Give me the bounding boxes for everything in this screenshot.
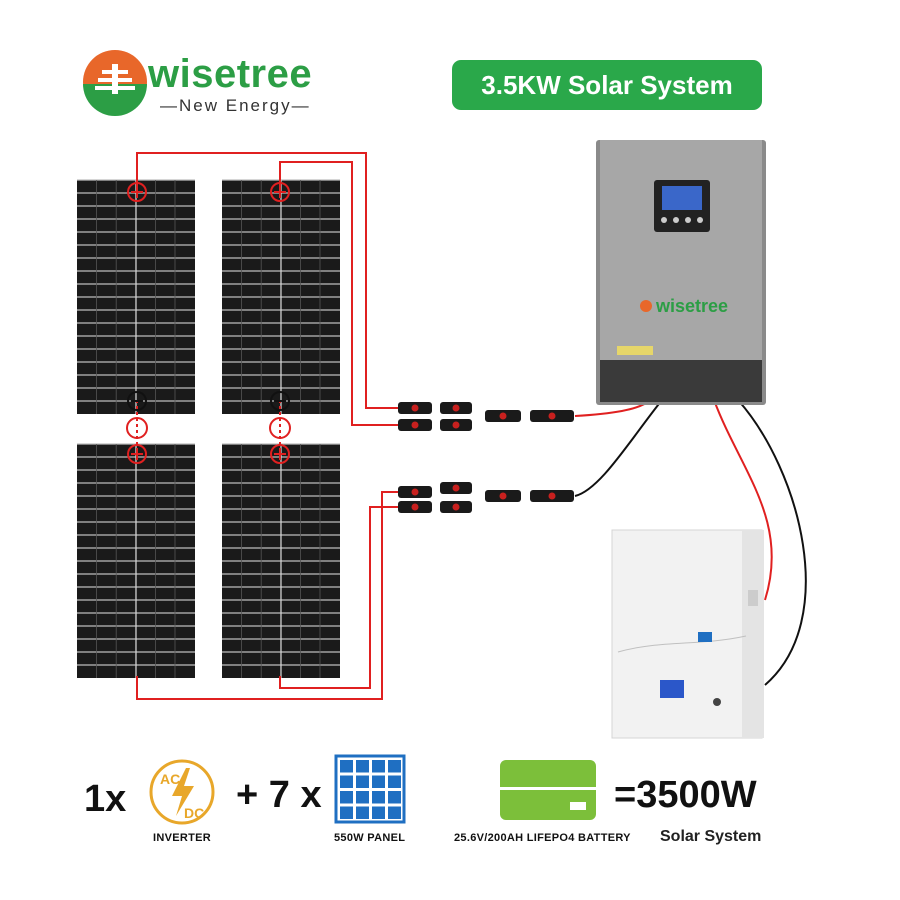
wire-battery-pos xyxy=(713,399,773,601)
mc4-connector xyxy=(530,490,574,502)
battery-unit xyxy=(611,529,764,739)
wire-bottom-inner xyxy=(279,506,398,689)
solar-panel-array xyxy=(77,179,340,678)
mc4-connector xyxy=(398,486,432,498)
mc4-connector xyxy=(398,501,432,513)
title-badge: 3.5KW Solar System xyxy=(452,60,762,110)
system-total: =3500W xyxy=(614,774,757,816)
inverter-label: INVERTER xyxy=(153,832,212,844)
mc4-connector xyxy=(440,419,472,431)
dc-wiring xyxy=(136,152,807,700)
mc4-connector xyxy=(440,482,472,494)
mc4-connector xyxy=(398,402,432,414)
wire-battery-neg xyxy=(737,399,807,686)
wire-bottom-outer xyxy=(136,491,398,700)
logo-icon xyxy=(83,50,147,116)
mc4-connectors xyxy=(398,402,574,513)
battery-icon xyxy=(500,760,596,820)
mc4-connector xyxy=(530,410,574,422)
mc4-connector xyxy=(485,410,521,422)
system-total-label: Solar System xyxy=(660,828,762,845)
inverter-unit xyxy=(596,140,766,405)
battery-label: 25.6V/200AH LIFEPO4 BATTERY xyxy=(454,832,631,844)
mc4-connector xyxy=(398,419,432,431)
inverter-icon-ac: AC xyxy=(160,771,180,787)
brand-tagline: —New Energy— xyxy=(160,96,311,115)
wire-top-inner xyxy=(279,161,398,426)
solar-panel xyxy=(222,179,340,414)
solar-panel xyxy=(222,443,340,678)
mc4-connector xyxy=(485,490,521,502)
brand-name: wisetree xyxy=(148,52,313,96)
wire-top-outer xyxy=(136,152,398,409)
solar-panel xyxy=(77,179,195,414)
inverter-brand-label: wisetree xyxy=(655,296,728,316)
inverter-icon-dc: DC xyxy=(184,805,204,821)
terminal-markers xyxy=(126,182,291,464)
panel-quantity: + 7 x xyxy=(236,774,322,816)
inverter-quantity: 1x xyxy=(84,778,127,820)
brand-tagline-text: New Energy xyxy=(179,96,292,115)
mc4-connector xyxy=(440,501,472,513)
inverter-icon xyxy=(149,759,215,825)
panel-label: 550W PANEL xyxy=(334,832,406,844)
solar-panel xyxy=(77,443,195,678)
solar-panel-icon xyxy=(334,754,406,824)
mc4-connector xyxy=(440,402,472,414)
wire-pv2-to-inverter xyxy=(574,399,663,497)
